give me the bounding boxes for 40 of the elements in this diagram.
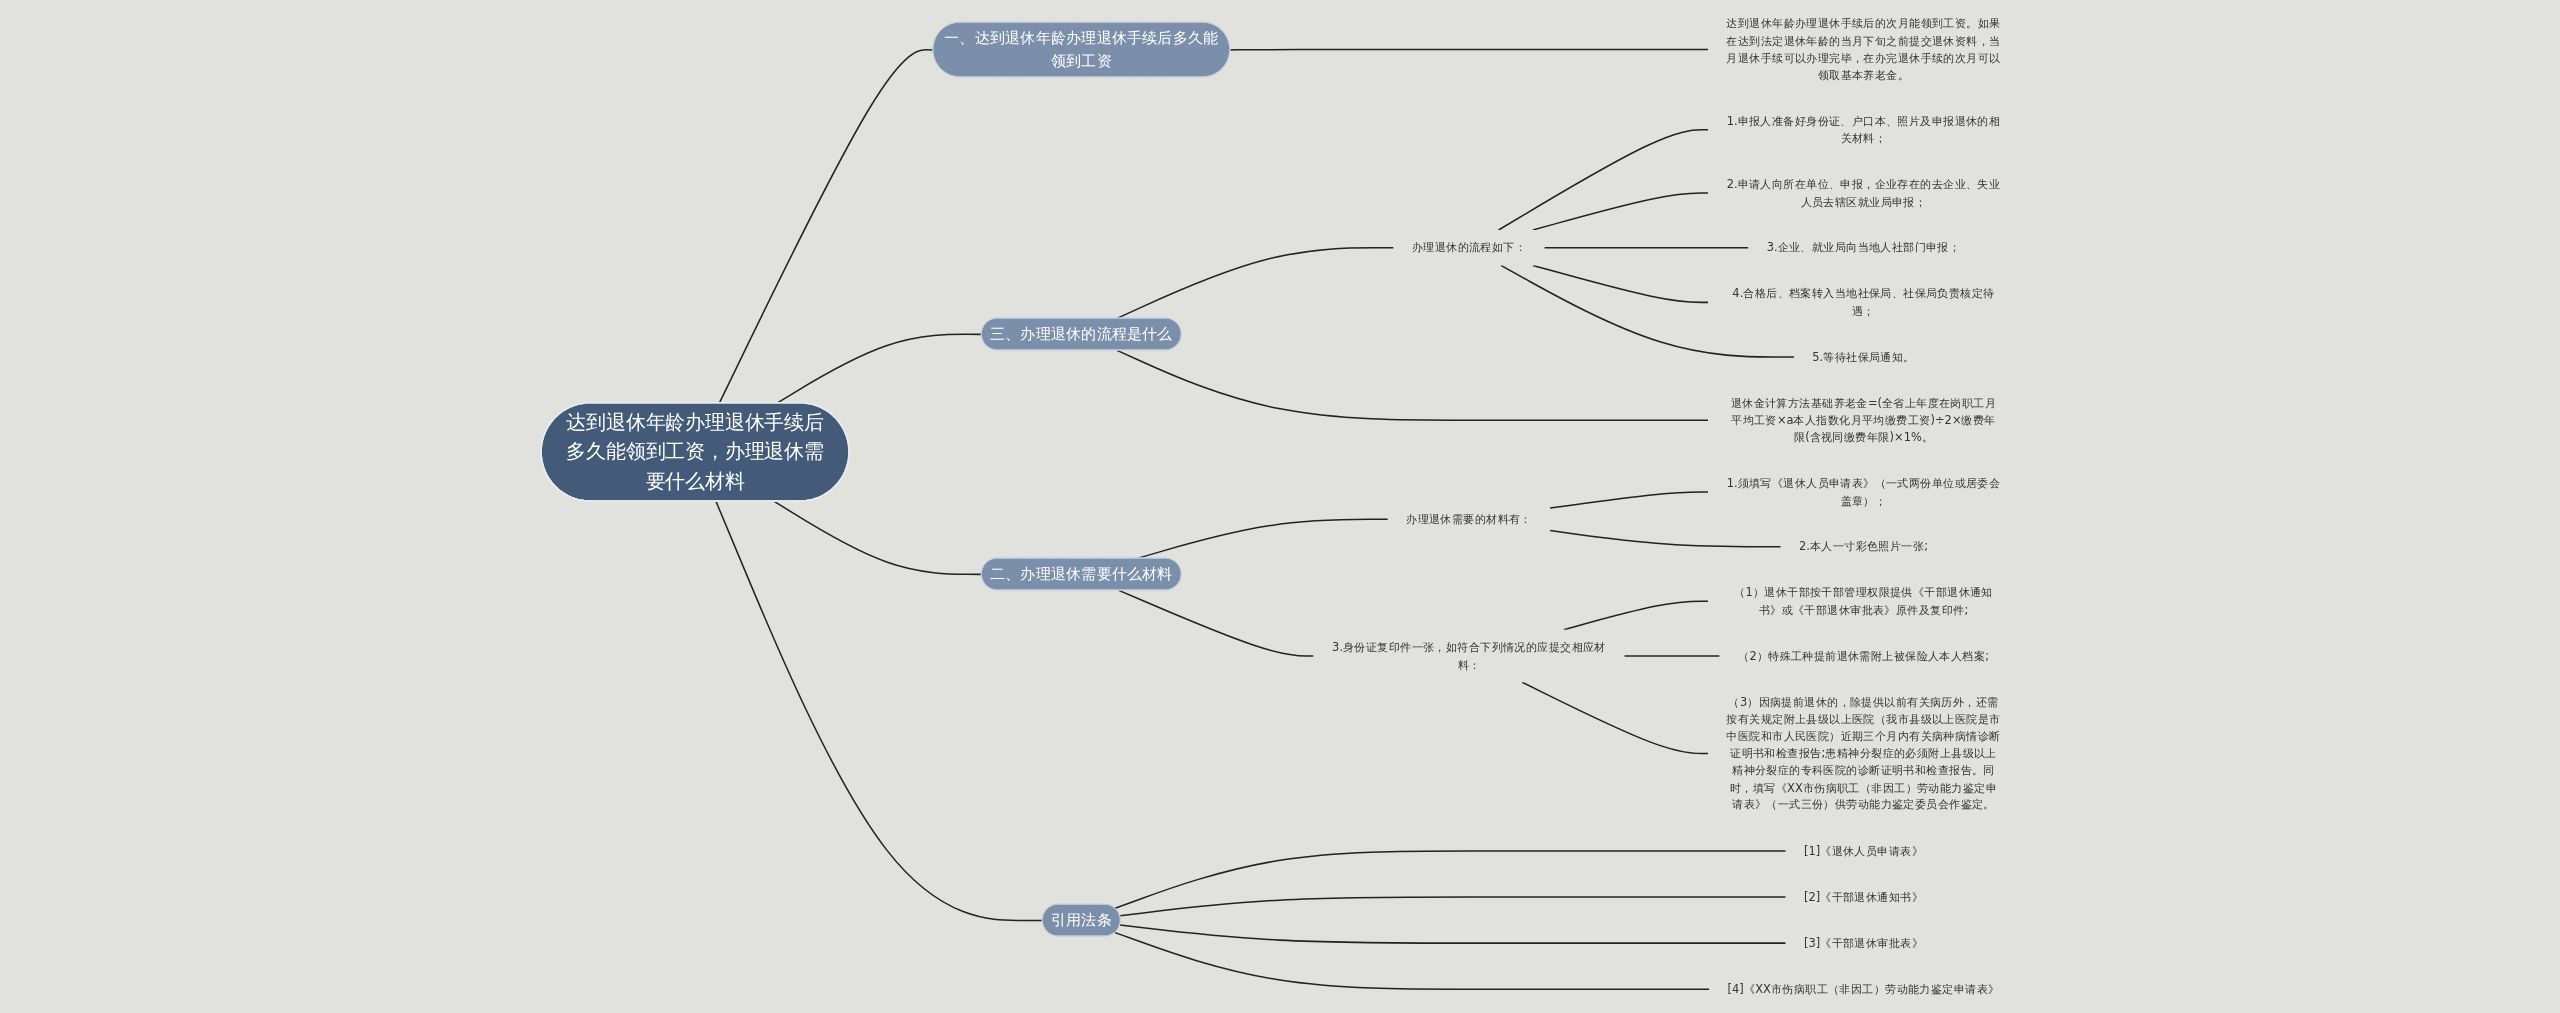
connector: [1497, 129, 1709, 231]
node-text: 5.等待社保局通知。: [1812, 349, 1915, 364]
connector: [1521, 681, 1709, 755]
node-text: [3]《干部退休审批表》: [1803, 936, 1923, 950]
connector: [1532, 264, 1709, 304]
node-text: 办理退休需要的材料有：: [1406, 512, 1532, 527]
node-text: 2.申请人向所在单位、申报，企业存在的去企业、失业人员去辖区就业局申报；: [1726, 177, 2001, 209]
connector: [1549, 491, 1709, 509]
node-text: 1.须填写《退休人员申请表》（一式两份单位或居委会盖章）；: [1726, 476, 2001, 508]
connector: [776, 333, 983, 404]
connector: [715, 500, 1044, 922]
node-text: 1.申报人准备好身份证、户口本、照片及申报退休的相关材料；: [1726, 114, 2001, 146]
node-text: 4.合格后、档案转入当地社保局、社保局负责核定待遇；: [1732, 286, 1995, 318]
connector: [1118, 589, 1315, 657]
connector: [773, 500, 983, 576]
node-text: [2]《干部退休通知书》: [1803, 889, 1923, 904]
connector: [1114, 931, 1711, 990]
connector: [1119, 924, 1787, 944]
node-text: 3.身份证复印件一张，如符合下列情况的应提交相应材料：: [1332, 640, 1606, 672]
node-text: （2）特殊工种提前退休需附上被保险人本人档案;: [1737, 648, 1990, 663]
connector: [1229, 48, 1709, 51]
node-text: 办理退休的流程如下：: [1411, 240, 1527, 255]
connector: [1114, 850, 1787, 910]
connector: [1623, 655, 1721, 657]
connector: [1532, 192, 1709, 231]
node-text: （1）退休干部按干部管理权限提供《干部退休通知书》或《干部退休审批表》原件及复印件;: [1734, 585, 1993, 617]
node-text: 退休金计算方法基础养老金=(全省上年度在岗职工月平均工资×a本人指数化月平均缴费工资)÷2×缴费年限(含视同缴费年限)×1%。: [1730, 396, 1997, 445]
node-text: [4]《XX市伤病职工（非因工）劳动能力鉴定申请表》: [1727, 982, 2000, 996]
connector: [1563, 600, 1709, 631]
connector: [718, 49, 934, 404]
node-text: [1]《退休人员申请表》: [1803, 843, 1923, 858]
node-text: 达到退休年龄办理退休手续后的次月能领到工资。如果在达到法定退休年龄的当月下旬之前提交退休资料，当月退休手续可以办理完毕，在办完退休手续的次月可以领取基本养老金。: [1726, 16, 2001, 82]
connector: [1119, 896, 1787, 917]
node-text: 3.企业、就业局向当地人社部门申报；: [1766, 240, 1961, 255]
connector: [1543, 246, 1750, 249]
connector: [1549, 529, 1782, 548]
node-text: （3）因病提前退休的，除提供以前有关病历外，还需按有关规定附上县级以上医院（我市县级以上医院是市中医院和市人民医院）近期三个月内有关病种病情诊断证明书和检查报告;患精神分裂症的必须附上县级以上精神分裂症的专科医院的诊断证明书和检查报告。同时，填写《XX市伤病职工（非因工）劳动能力鉴定申请表》（一式三份）供劳动能力鉴定委员会作鉴定。: [1726, 695, 2001, 812]
connector: [1500, 264, 1795, 358]
connector: [1116, 349, 1709, 421]
node-text: 2.本人一寸彩色照片一张;: [1798, 539, 1928, 554]
